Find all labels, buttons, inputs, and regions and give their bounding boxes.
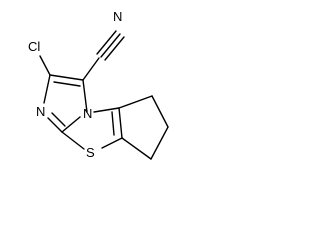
c3-nitrile-bond [82, 57, 100, 81]
chlorine-label: Cl [28, 39, 40, 54]
molecule-structure: N Cl N N S [28, 9, 169, 160]
imidazole-nitrogen-label: N [36, 104, 45, 119]
c3-n4-bond [82, 79, 88, 113]
c4-c5-double-outer [118, 107, 123, 139]
c7a-n4-bond [61, 116, 81, 133]
c7a-s-bond [61, 131, 85, 150]
c2-chloro-bond [39, 55, 51, 76]
n1-c7a-double-outer [47, 117, 63, 133]
c2-c3-double-inner [53, 81, 81, 87]
c2-n1-bond [43, 74, 51, 104]
ch2-ch2-right-bond [151, 95, 169, 128]
s-c5-bond [101, 137, 123, 149]
nitrile-bond-3 [104, 36, 125, 61]
c4-c5-double-inner [111, 111, 115, 136]
nitrile-bond-2 [100, 33, 121, 58]
cyano-nitrogen-label: N [113, 9, 122, 24]
ch2-ch2-bottom-bond [150, 126, 169, 160]
n1-c7a-double-inner [51, 112, 66, 127]
bridgehead-nitrogen-label: N [83, 106, 92, 121]
n4-c4-bond [93, 107, 120, 113]
nitrile-bond-1 [96, 30, 117, 55]
sulfur-label: S [86, 145, 95, 160]
c4-ch2-bond [118, 95, 153, 109]
ch2-c5-bond [121, 137, 152, 160]
c2-c3-double-outer [49, 74, 84, 81]
